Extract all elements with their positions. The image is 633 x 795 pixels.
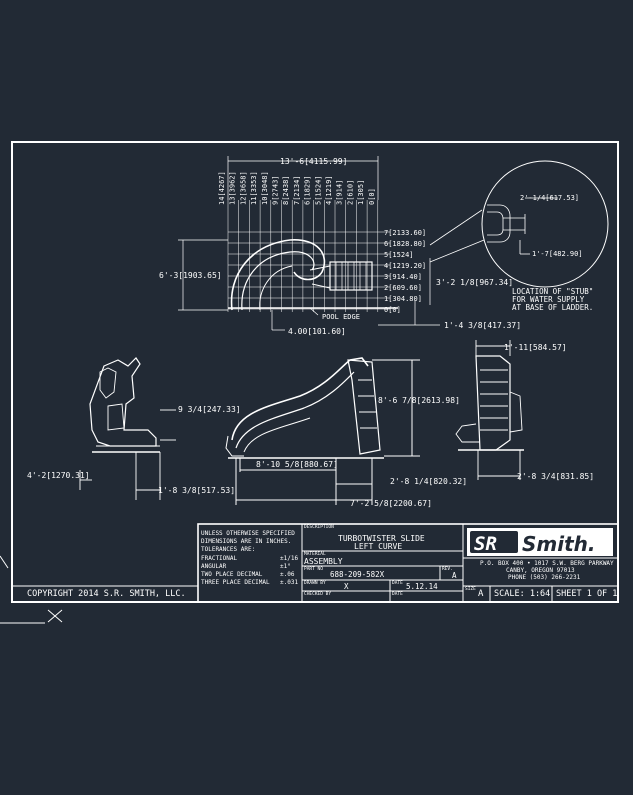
rev-value: A — [452, 571, 457, 580]
sheet-value: SHEET 1 OF 1 — [556, 589, 618, 599]
offset-dim: 4.00[101.60] — [288, 327, 346, 336]
side-length-dim: 7'-2 5/8[2200.67] — [350, 499, 432, 508]
top-tick-label: 4[1219] — [325, 175, 333, 205]
right-tick-label: 5[1524] — [384, 251, 414, 259]
tol-angular-value: ±1° — [280, 563, 291, 570]
drawn-label: DRAWN BY — [304, 581, 326, 586]
right-tick-label: 0[0] — [384, 306, 401, 314]
tol-two-place-value: ±.06 — [280, 571, 295, 578]
top-tick-label: 2[610] — [346, 180, 354, 205]
pool-edge-label: POOL EDGE — [322, 313, 360, 321]
detail-side-dim: 1'-7[482.90] — [532, 250, 583, 258]
plan-grid — [227, 200, 390, 312]
part-label: PART NO — [304, 567, 323, 572]
date2-label: DATE — [392, 592, 403, 597]
description-line-1: TURBOTWISTER SLIDE — [338, 534, 425, 543]
tol-note-2: DIMENSIONS ARE IN INCHES. — [201, 538, 292, 545]
right-tick-label: 2[609.60] — [384, 284, 422, 292]
scale-value: SCALE: 1:64 — [494, 589, 551, 599]
top-tick-label: 14[4267] — [218, 171, 226, 205]
description-line-2: LEFT CURVE — [354, 542, 403, 551]
size-label: SIZE — [465, 587, 476, 592]
rear-base-dim: 2'-8 3/4[831.85] — [517, 472, 594, 481]
tol-fractional-value: ±1/16 — [280, 555, 299, 562]
right-tick-label: 6[1828.80] — [384, 240, 426, 248]
copyright: COPYRIGHT 2014 S.R. SMITH, LLC. — [27, 589, 186, 599]
ladder-dim: 3'-2 1/8[967.34] — [436, 278, 513, 287]
part-number: 688-209-582X — [330, 570, 385, 579]
front-right-dim: 9 3/4[247.33] — [178, 405, 241, 414]
tol-two-place-label: TWO PLACE DECIMAL — [201, 571, 263, 578]
date-value: 5.12.14 — [406, 582, 438, 591]
tol-three-place-label: THREE PLACE DECIMAL — [201, 579, 270, 586]
stub-note-2: FOR WATER SUPPLY — [512, 295, 585, 304]
top-tick-label: 0[0] — [368, 188, 376, 205]
stub-dim: 1'-4 3/8[417.37] — [444, 321, 521, 330]
overall-width-dim: 13'-6[4115.99] — [280, 157, 347, 166]
rear-view — [455, 340, 524, 480]
material-value: ASSEMBLY — [304, 557, 343, 566]
detail-top-dim: 2'-1/4[617.53] — [520, 194, 579, 202]
top-tick-label: 3[914] — [336, 180, 344, 205]
right-tick-label: 1[304.80] — [384, 295, 422, 303]
address-line-2: CANBY, OREGON 97013 — [506, 567, 575, 574]
right-tick-label: 4[1219.20] — [384, 262, 426, 270]
top-tick-label: 10[3048] — [261, 171, 269, 205]
rear-top-dim: 1'-11[584.57] — [504, 343, 567, 352]
top-tick-label: 7[2134] — [293, 175, 301, 205]
tol-note-1: UNLESS OTHERWISE SPECIFIED — [201, 530, 295, 537]
tol-three-place-value: ±.031 — [280, 579, 299, 586]
stub-note-1: LOCATION OF "STUB" — [512, 287, 593, 296]
stub-note-3: AT BASE OF LADDER. — [512, 303, 593, 312]
right-tick-label: 3[914.40] — [384, 273, 422, 281]
top-tick-label: 9[2743] — [272, 175, 280, 205]
top-tick-label: 6[1829] — [304, 175, 312, 205]
front-bottom-dim: 1'-8 3/8[517.53] — [158, 486, 235, 495]
top-tick-label: 8[2438] — [282, 175, 290, 205]
title-block-frame — [12, 523, 619, 603]
drawn-value: X — [344, 582, 349, 591]
side-base-dim: 8'-10 5/8[880.67] — [256, 460, 338, 469]
logo-sr: SR — [474, 533, 497, 555]
description-label: DESCRIPTION — [304, 525, 334, 530]
front-view — [79, 357, 176, 500]
date-label: DATE — [392, 581, 403, 586]
side-view — [225, 357, 420, 505]
top-tick-label: 11[3353] — [250, 171, 258, 205]
company-logo — [467, 528, 613, 556]
plan-view — [178, 156, 440, 331]
checked-label: CHECKED BY — [304, 592, 332, 597]
address-line-1: P.O. BOX 400 • 1017 S.W. BERG PARKWAY — [480, 560, 614, 567]
top-tick-labels: 14[4267]13[3962]12[3658]11[3353]10[3048]… — [218, 171, 376, 205]
front-left-dim: 4'-2[1270.31] — [27, 471, 90, 480]
top-tick-label: 13[3962] — [229, 171, 237, 205]
top-tick-label: 12[3658] — [239, 171, 247, 205]
right-tick-label: 7[2133.60] — [384, 229, 426, 237]
right-tick-labels: 7[2133.60] 6[1828.80] 5[1524] 4[1219.20] 3[9… — [384, 229, 426, 314]
logo-smith: Smith. — [522, 532, 596, 556]
side-height-dim: 8'-6 7/8[2613.98] — [378, 396, 460, 405]
tol-angular-label: ANGULAR — [201, 563, 227, 570]
tol-note-3: TOLERANCES ARE: — [201, 546, 256, 553]
crosshair-cursor — [0, 555, 63, 624]
stub-detail — [429, 160, 609, 288]
material-label: MATERIAL — [304, 552, 326, 557]
side-exit-dim: 2'-8 1/4[820.32] — [390, 477, 467, 486]
top-tick-label: 1[305] — [357, 180, 365, 205]
size-value: A — [478, 589, 484, 599]
address-line-3: PHONE (503) 266-2231 — [508, 574, 581, 581]
rev-label: REV. — [442, 567, 453, 572]
height-dim: 6'-3[1903.65] — [159, 271, 222, 280]
top-tick-label: 5[1524] — [314, 175, 322, 205]
tol-fractional-label: FRACTIONAL — [201, 555, 238, 562]
